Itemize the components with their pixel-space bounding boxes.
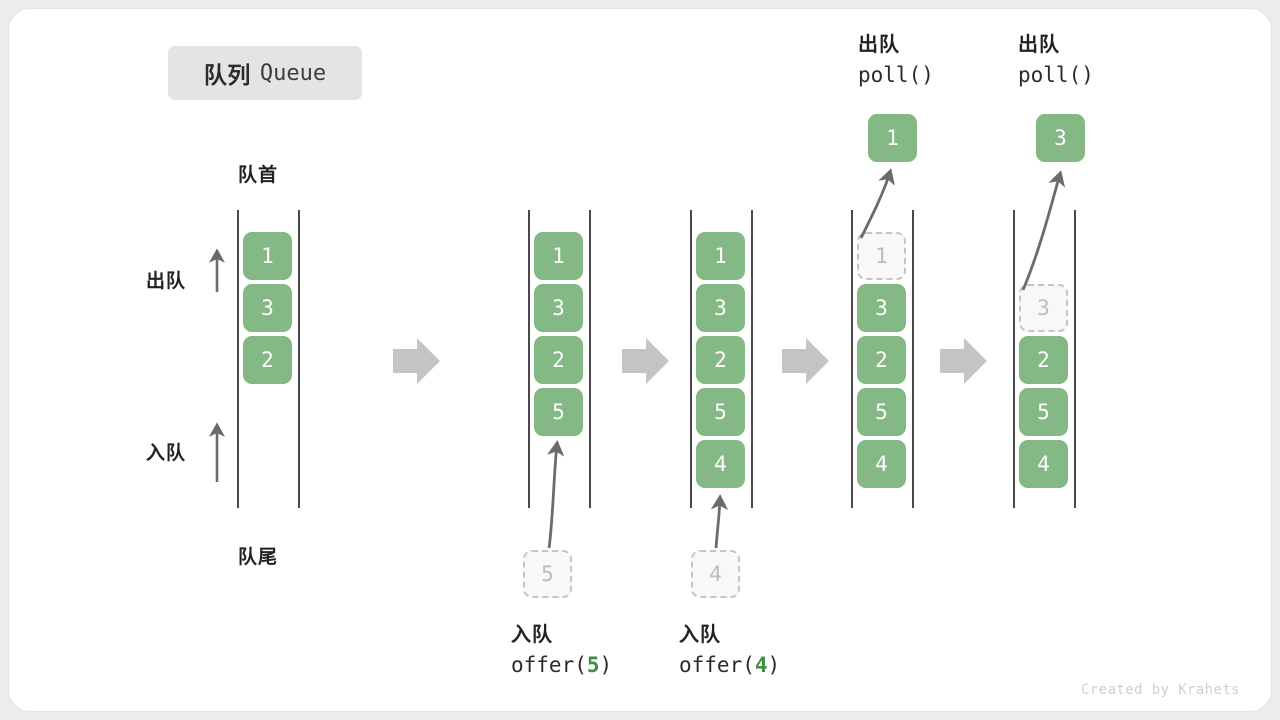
queue-head-label: 队首 [238, 165, 279, 186]
column-2-cell-1: 3 [696, 284, 745, 332]
offer-5-caption-code: offer(5) [511, 650, 612, 682]
diagram-title-badge: 队列 Queue [168, 46, 362, 100]
column-0-cell-1: 3 [243, 284, 292, 332]
column-3-cell-4: 4 [857, 440, 906, 488]
offer-5-caption: 入队 offer(5) [511, 620, 612, 682]
poll-1-caption-cn: 出队 [858, 34, 900, 56]
incoming-element-5: 5 [523, 550, 572, 598]
column-3-cell-0: 1 [857, 232, 906, 280]
offer-4-fn: offer( [679, 653, 755, 678]
queue-tail-label: 队尾 [238, 547, 279, 568]
column-4-cell-1: 3 [1019, 284, 1068, 332]
column-4-rail-right [1074, 210, 1076, 508]
poll-3-caption-code: poll() [1018, 63, 1094, 88]
column-1-cell-3: 5 [534, 388, 583, 436]
dequeue-direction-label: 出队 [146, 271, 187, 292]
offer-4-caption: 入队 offer(4) [679, 620, 780, 682]
watermark: Created by Krahets [1081, 682, 1240, 698]
poll-3-caption-cn: 出队 [1018, 34, 1060, 56]
offer-4-caption-code: offer(4) [679, 650, 780, 682]
offer-4-caption-cn: 入队 [679, 624, 721, 646]
column-2-cell-3: 5 [696, 388, 745, 436]
column-2-rail-left [690, 210, 692, 508]
enqueue-direction-label: 入队 [146, 443, 187, 464]
column-3-cell-1: 3 [857, 284, 906, 332]
column-2-cell-2: 2 [696, 336, 745, 384]
column-1-cell-2: 2 [534, 336, 583, 384]
column-0-rail-right [298, 210, 300, 508]
incoming-element-4: 4 [691, 550, 740, 598]
column-1-rail-right [589, 210, 591, 508]
column-2-rail-right [751, 210, 753, 508]
title-label-en: Queue [259, 60, 327, 86]
outgoing-element-3: 3 [1036, 114, 1085, 162]
poll-3-caption: 出队 poll() [1018, 30, 1094, 92]
outgoing-element-1: 1 [868, 114, 917, 162]
offer-4-close: ) [767, 653, 781, 678]
column-4-rail-left [1013, 210, 1015, 508]
column-3-rail-left [851, 210, 853, 508]
column-0-cell-2: 2 [243, 336, 292, 384]
column-1-rail-left [528, 210, 530, 508]
column-4-cell-2: 2 [1019, 336, 1068, 384]
column-0-cell-0: 1 [243, 232, 292, 280]
column-1-cell-1: 3 [534, 284, 583, 332]
column-4-cell-3: 5 [1019, 388, 1068, 436]
offer-4-num: 4 [754, 653, 768, 678]
column-1-cell-0: 1 [534, 232, 583, 280]
column-2-cell-4: 4 [696, 440, 745, 488]
poll-1-caption: 出队 poll() [858, 30, 934, 92]
column-2-cell-0: 1 [696, 232, 745, 280]
poll-1-caption-code: poll() [858, 63, 934, 88]
diagram-card [8, 8, 1272, 712]
column-0-rail-left [237, 210, 239, 508]
column-3-rail-right [912, 210, 914, 508]
offer-5-close: ) [599, 653, 613, 678]
column-4-cell-4: 4 [1019, 440, 1068, 488]
offer-5-num: 5 [586, 653, 600, 678]
offer-5-caption-cn: 入队 [511, 624, 553, 646]
column-3-cell-3: 5 [857, 388, 906, 436]
column-3-cell-2: 2 [857, 336, 906, 384]
offer-5-fn: offer( [511, 653, 587, 678]
title-label-cn: 队列 [203, 62, 251, 88]
